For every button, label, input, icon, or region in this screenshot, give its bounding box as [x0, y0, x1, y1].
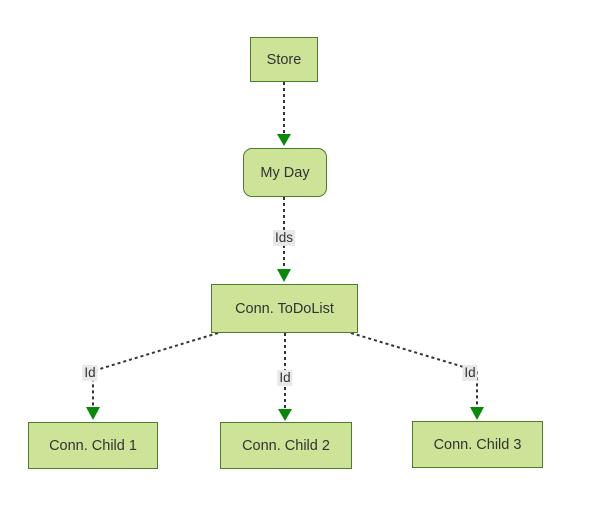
- node-conn-child-1: Conn. Child 1: [28, 422, 158, 469]
- node-conn-child-3-label: Conn. Child 3: [433, 436, 522, 453]
- node-conn-todolist-label: Conn. ToDoList: [235, 300, 334, 317]
- node-conn-child-2: Conn. Child 2: [220, 422, 352, 469]
- edge-label-ids: Ids: [272, 229, 296, 247]
- node-store: Store: [250, 37, 318, 82]
- node-my-day: My Day: [243, 148, 327, 197]
- arrowhead-store-myday: [277, 134, 291, 146]
- node-store-label: Store: [266, 51, 302, 68]
- edge-todolist-child1: [92, 332, 219, 407]
- node-conn-child-1-label: Conn. Child 1: [49, 437, 137, 454]
- edge-label-id-child2: Id: [277, 369, 293, 387]
- node-conn-child-3: Conn. Child 3: [412, 421, 543, 468]
- edge-label-id-child1: Id: [82, 364, 98, 382]
- node-my-day-label: My Day: [260, 164, 310, 181]
- arrowhead-todolist-child3: [470, 407, 484, 420]
- arrowhead-todolist-child1: [86, 407, 100, 420]
- edge-todolist-child3: [350, 332, 478, 407]
- arrowhead-myday-todolist: [277, 269, 291, 282]
- arrowhead-todolist-child2: [278, 409, 292, 421]
- node-conn-todolist: Conn. ToDoList: [211, 284, 358, 333]
- edge-label-id-child3: Id: [462, 364, 478, 382]
- node-conn-child-2-label: Conn. Child 2: [242, 437, 330, 454]
